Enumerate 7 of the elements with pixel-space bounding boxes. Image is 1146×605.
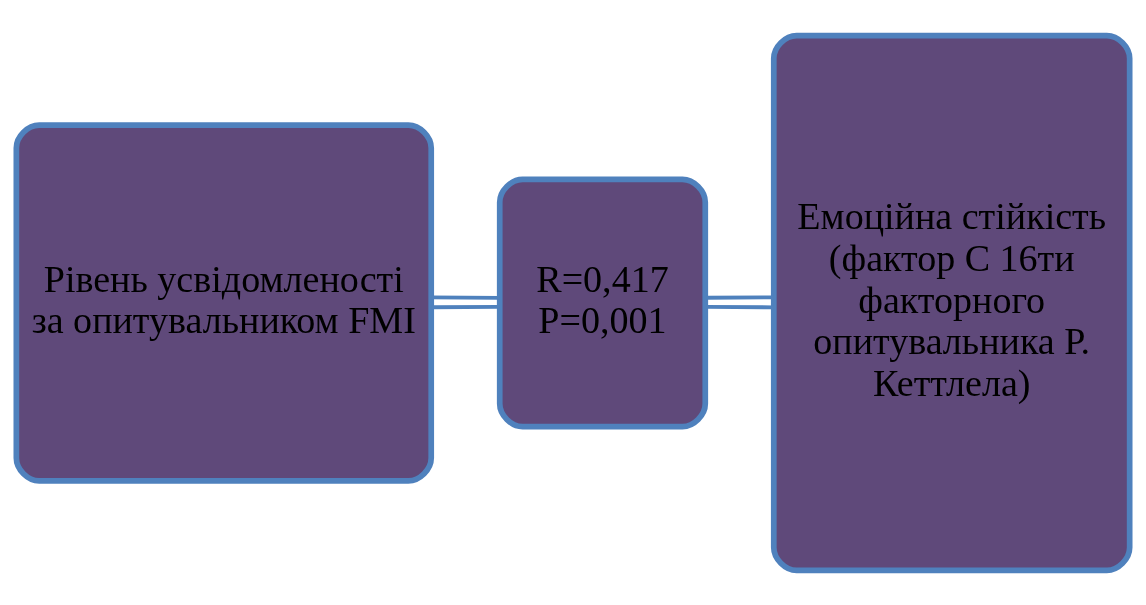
connector — [431, 304, 500, 309]
connector — [706, 304, 774, 309]
node-box: R=0,417 P=0,001 — [496, 175, 709, 430]
connector — [431, 294, 500, 300]
node-box: Рівень усвідомленості за опитувальником FMI — [13, 121, 435, 484]
connector — [706, 294, 774, 300]
node-box: Емоційна стійкість (фактор С 16ти факторного опитувальника Р. Кеттлела) — [770, 32, 1133, 573]
